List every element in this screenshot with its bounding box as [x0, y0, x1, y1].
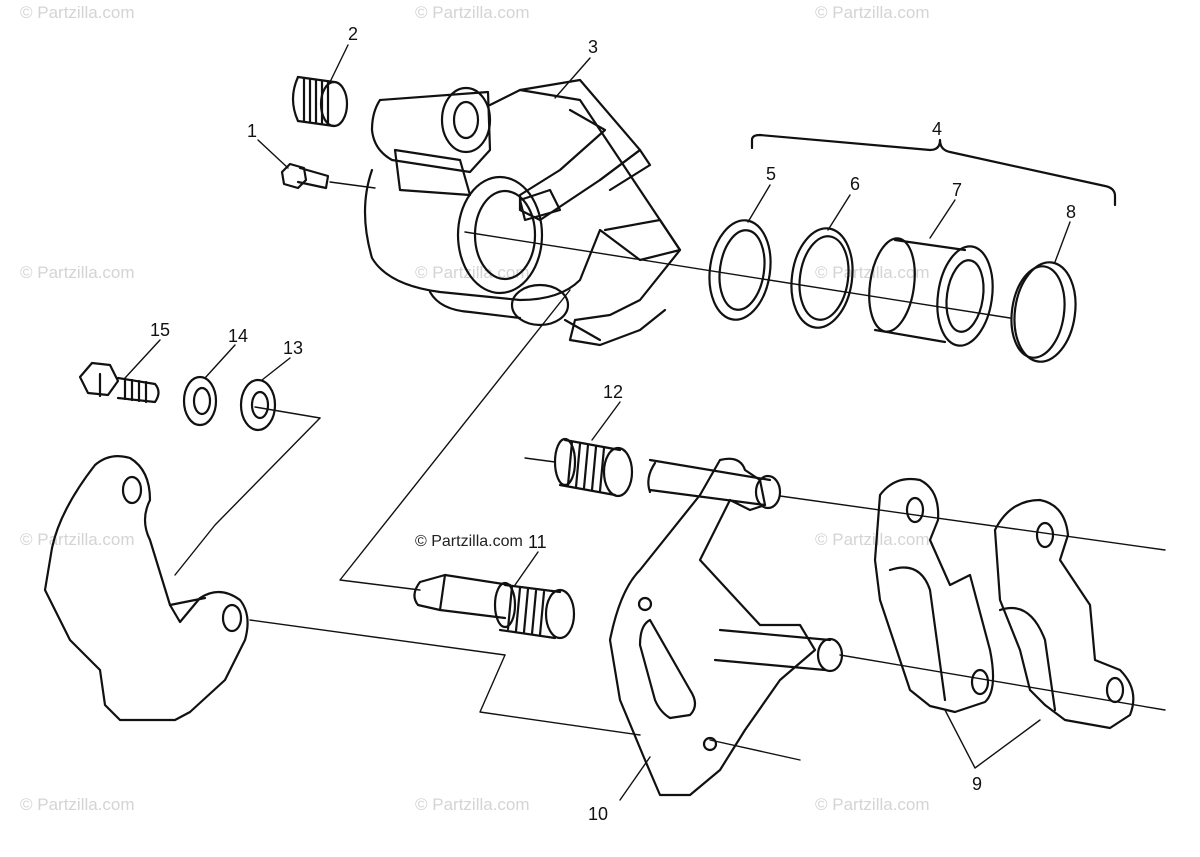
- pin-bushing: [553, 437, 634, 498]
- callout-13: 13: [283, 338, 303, 358]
- mounting-bolt: [78, 361, 160, 404]
- kit-bracket: [750, 133, 1117, 207]
- center-watermark: © Partzilla.com: [415, 533, 523, 550]
- watermark: © Partzilla.com: [20, 530, 135, 549]
- callout-3: 3: [588, 37, 598, 57]
- watermark: © Partzilla.com: [815, 795, 930, 814]
- callout-15: 15: [150, 320, 170, 340]
- brake-pad-right: [993, 498, 1135, 730]
- steering-knuckle: [43, 455, 249, 722]
- watermark: © Partzilla.com: [815, 530, 930, 549]
- watermark: © Partzilla.com: [815, 3, 930, 22]
- callout-6: 6: [850, 174, 860, 194]
- watermark: © Partzilla.com: [415, 3, 530, 22]
- caliper-body: [363, 78, 682, 347]
- callout-11: 11: [528, 532, 547, 552]
- lock-washer: [182, 375, 218, 427]
- bleed-screw: [280, 162, 330, 190]
- flat-washer: [239, 378, 277, 432]
- callout-10: 10: [588, 804, 608, 824]
- threaded-plug: [291, 75, 349, 128]
- piston-seal: [708, 219, 772, 321]
- callout-1: 1: [247, 121, 257, 141]
- callout-4: 4: [932, 119, 942, 139]
- callout-14: 14: [228, 326, 248, 346]
- slide-pin: [413, 573, 576, 640]
- watermark: © Partzilla.com: [415, 795, 530, 814]
- watermark: © Partzilla.com: [20, 263, 135, 282]
- brake-pad-left: [873, 477, 995, 714]
- callout-5: 5: [766, 164, 776, 184]
- piston-cap: [1010, 261, 1077, 363]
- callout-12: 12: [603, 382, 623, 402]
- callout-7: 7: [952, 180, 962, 200]
- callout-2: 2: [348, 24, 358, 44]
- caliper-bracket: [608, 457, 844, 797]
- axis-lines: [174, 181, 1166, 761]
- callout-9: 9: [972, 774, 982, 794]
- watermark: © Partzilla.com: [20, 3, 135, 22]
- piston: [868, 237, 994, 347]
- leader-lines: [124, 44, 1071, 801]
- watermark: © Partzilla.com: [415, 263, 530, 282]
- callout-8: 8: [1066, 202, 1076, 222]
- watermark: © Partzilla.com: [20, 795, 135, 814]
